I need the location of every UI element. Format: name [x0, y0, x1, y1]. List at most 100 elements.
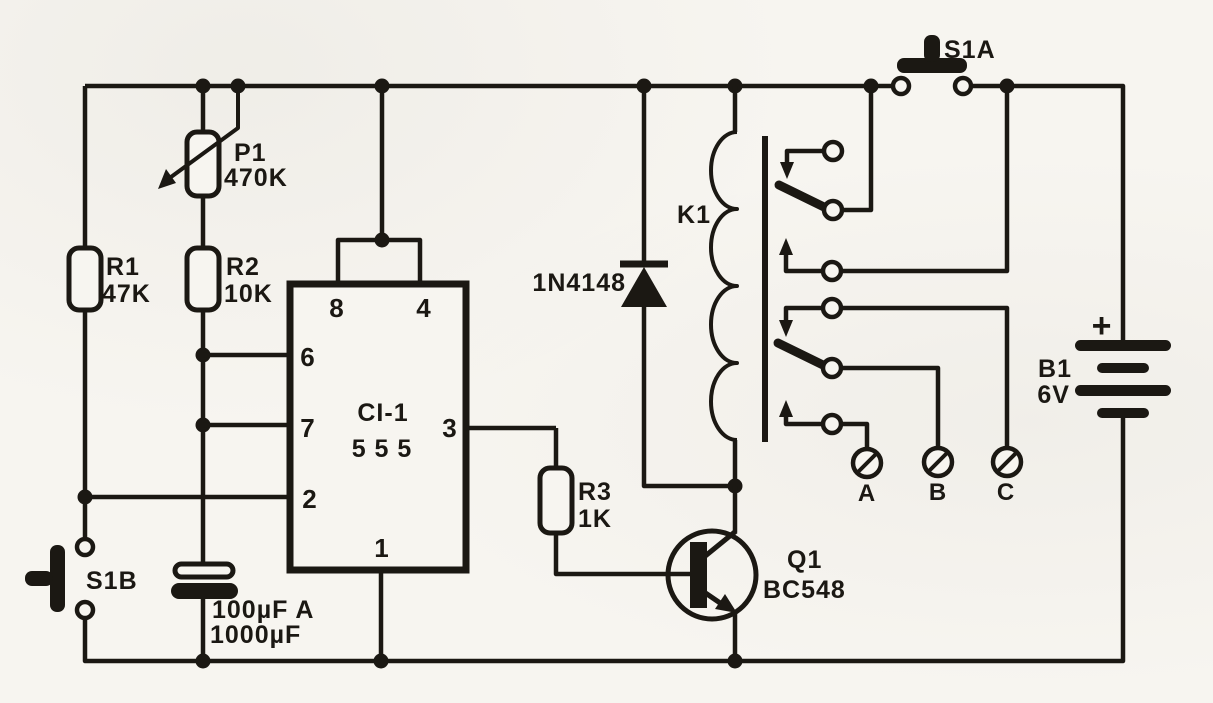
- ic-pin-8: 8: [329, 293, 344, 323]
- s1b-ref: S1B: [86, 567, 138, 595]
- junction-dot: [999, 78, 1015, 94]
- c1-value-1: 100µF A: [212, 596, 314, 624]
- battery-plus-sign: +: [1092, 307, 1113, 345]
- wire-to-terminal-a: [841, 421, 870, 448]
- terminal-c: C: [990, 445, 1024, 506]
- battery-plate-short: [1097, 363, 1149, 373]
- ic-pin-4: 4: [416, 293, 431, 323]
- relay-contact-group-2: [779, 78, 1015, 283]
- junction-dot: [374, 78, 390, 94]
- resistor-r2: R2 10K: [184, 245, 273, 564]
- transistor-circle: [665, 528, 759, 622]
- resistor-body: [184, 245, 222, 313]
- ic-pin-3: 3: [442, 413, 457, 443]
- terminal-c-label: C: [997, 479, 1015, 506]
- contact-point: [821, 198, 845, 222]
- k1-ref: K1: [677, 201, 711, 229]
- wiper-arrow-icon: [158, 169, 176, 189]
- r2-value: 10K: [224, 280, 273, 308]
- ic-555: 8 4 6 7 2 3 1 CI-1 5 5 5: [286, 78, 556, 661]
- r3-value: 1K: [578, 505, 612, 533]
- contact-point: [820, 259, 844, 283]
- actuation-arrow-icon: [779, 238, 793, 255]
- b1-value: 6V: [1037, 381, 1070, 409]
- pushbutton-stem: [924, 35, 940, 62]
- ic-pin-2: 2: [302, 484, 317, 514]
- junction-dot: [373, 653, 389, 669]
- relay-contact-group-3: [773, 296, 1010, 448]
- relay-contact-group-4: [779, 400, 870, 448]
- resistor-r1: R1 47K: [66, 86, 151, 539]
- ic-pin-7: 7: [300, 413, 315, 443]
- battery-plate-short: [1097, 408, 1149, 418]
- resistor-r3: R3 1K: [537, 428, 691, 577]
- pushbutton-bar: [50, 545, 65, 612]
- battery-plate-long: [1075, 385, 1171, 396]
- battery-plate-long: [1075, 340, 1171, 351]
- contact-point: [820, 356, 844, 380]
- r1-ref: R1: [106, 253, 140, 281]
- b1-ref: B1: [1038, 355, 1072, 383]
- switch-contact: [890, 75, 912, 97]
- relay-contact-group-1: [774, 78, 879, 222]
- p1-value: 470K: [224, 164, 288, 192]
- flyback-diode: 1N4148: [532, 86, 734, 489]
- capacitor-c1: 100µF A 1000µF: [171, 561, 314, 661]
- s1a-ref: S1A: [944, 36, 996, 64]
- contact-arm: [774, 180, 829, 212]
- contact-point: [820, 412, 844, 436]
- relay-k1: K1: [677, 78, 1015, 494]
- p1-ref: P1: [234, 139, 267, 167]
- junction-dot: [636, 78, 652, 94]
- contact-arm: [773, 338, 828, 370]
- contact-point: [821, 139, 845, 163]
- pushbutton-s1a: S1A: [890, 35, 996, 97]
- r1-value: 47K: [102, 280, 151, 308]
- resistor-body: [537, 465, 575, 536]
- diode-triangle: [621, 267, 667, 307]
- junction-dot: [195, 653, 211, 669]
- bottom-rail: [82, 418, 1126, 664]
- switch-contact: [74, 599, 96, 621]
- pushbutton-bar: [897, 58, 967, 73]
- battery-b1: + B1 6V: [1037, 307, 1171, 418]
- top-rail: [85, 83, 1126, 340]
- transistor-base-bar: [690, 542, 707, 608]
- ic-value: 5 5 5: [352, 435, 413, 463]
- q1-value: BC548: [763, 576, 846, 604]
- collector-lead: [702, 529, 738, 559]
- wire-to-terminal-c: [841, 305, 1010, 448]
- relay-coil: [709, 130, 739, 442]
- actuation-arrow-icon: [779, 320, 793, 337]
- ic-body: [286, 280, 470, 574]
- d1-ref: 1N4148: [532, 269, 626, 297]
- terminal-b: B: [921, 445, 955, 506]
- ic-ref: CI-1: [357, 399, 408, 427]
- switch-contact: [952, 75, 974, 97]
- r2-ref: R2: [226, 253, 260, 281]
- capacitor-plate-positive: [172, 561, 236, 580]
- r3-ref: R3: [578, 478, 612, 506]
- q1-ref: Q1: [787, 546, 822, 574]
- emitter-arrow-icon: [715, 594, 737, 613]
- actuation-arrow-icon: [780, 162, 794, 179]
- ic-pin-1: 1: [374, 533, 389, 563]
- potentiometer-p1: P1 470K: [158, 86, 288, 248]
- wire-to-terminal-b: [841, 365, 941, 448]
- transistor-q1: Q1 BC548: [665, 486, 846, 661]
- capacitor-plate-negative: [171, 583, 238, 599]
- switch-contact: [74, 536, 96, 558]
- resistor-body: [66, 245, 104, 313]
- c1-value-2: 1000µF: [210, 621, 301, 649]
- junction-dot: [727, 653, 743, 669]
- pushbutton-s1b: S1B: [25, 536, 138, 621]
- ic-pin-6: 6: [300, 342, 315, 372]
- pushbutton-stem: [25, 571, 53, 586]
- junction-dot: [374, 232, 390, 248]
- terminal-a-label: A: [858, 480, 876, 507]
- terminal-a: A: [850, 446, 884, 507]
- contact-point: [820, 296, 844, 320]
- wiper-arm: [169, 86, 240, 179]
